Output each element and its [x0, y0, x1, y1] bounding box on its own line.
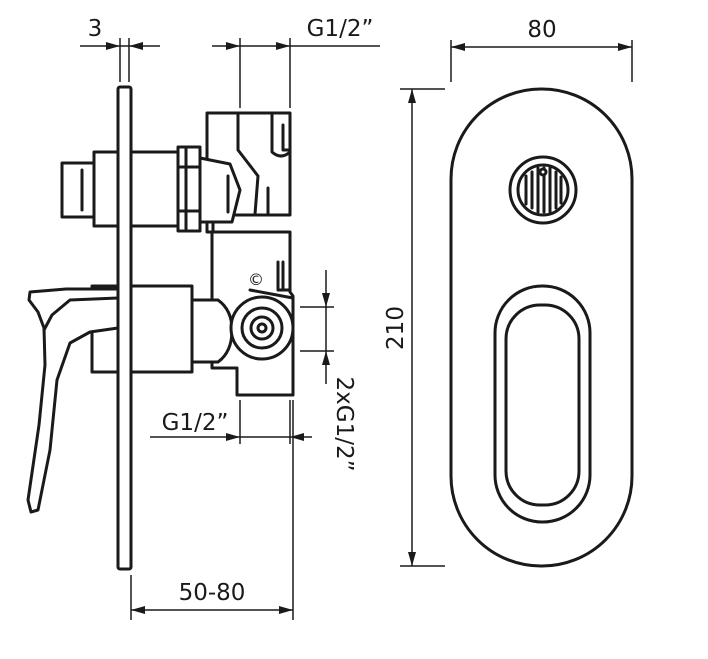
lower-port-insert [276, 260, 292, 292]
front-view [449, 87, 634, 568]
dim-top-inlet-label: G1/2” [307, 16, 374, 42]
dim-bottom-inlet-label: G1/2” [162, 410, 229, 436]
dimension-lines: 3 G1/2” 80 210 [80, 16, 633, 620]
diverter-knob-grip [524, 166, 563, 214]
top-port-insert [236, 111, 260, 216]
lever-slot-outer [493, 284, 592, 524]
dim-installation-depth: 50-80 [130, 400, 294, 620]
dim-plate-thickness: 3 [80, 16, 160, 82]
lever-slot-inner [504, 303, 581, 507]
dim-installation-depth-label: 50-80 [179, 580, 246, 606]
dim-plate-width: 80 [450, 17, 633, 82]
dim-top-inlet: G1/2” [212, 16, 380, 108]
outlet-port-middle [240, 306, 284, 350]
lever-handle [26, 287, 120, 514]
wall-plate-side [116, 85, 133, 571]
copyright-mark: © [248, 270, 264, 289]
diverter-cartridge [92, 150, 180, 228]
dim-plate-thickness-label: 3 [88, 16, 103, 42]
mixer-neck [190, 298, 234, 364]
lever-ridge [42, 296, 120, 332]
diverter-neck [198, 156, 242, 224]
top-port-slot [281, 123, 292, 152]
outlet-port-inner [249, 315, 275, 341]
dim-bottom-inlet: G1/2” [150, 400, 312, 444]
diverter-nut [176, 145, 202, 233]
diverter-knob-inner [516, 163, 570, 217]
dim-plate-height: 210 [383, 88, 445, 567]
nut-facets [176, 147, 202, 231]
side-view: © [26, 85, 295, 571]
dim-plate-width-label: 80 [527, 17, 556, 43]
outlet-port-center [256, 322, 268, 334]
dim-outlets: 2xG1/2” [300, 270, 357, 472]
dim-outlets-label: 2xG1/2” [331, 377, 357, 472]
diverter-indicator-dot [538, 167, 548, 177]
outlet-port-outer [229, 295, 295, 361]
dim-plate-height-label: 210 [383, 306, 409, 350]
diverter-knob-tip [60, 161, 96, 219]
top-port-cap [270, 111, 292, 158]
lower-body-line [248, 288, 295, 300]
